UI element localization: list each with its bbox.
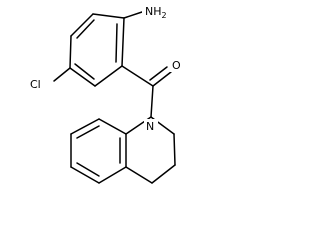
nh2-label: NH2 [145,5,167,20]
label-bg [144,119,158,133]
chlorine-label: Cl [30,78,41,91]
bond-c-nh2 [123,11,143,19]
bond [92,13,125,19]
label-bg [142,4,164,18]
bond [125,166,153,184]
bond [94,65,123,87]
bond [98,166,127,184]
carbonyl-bond-double [149,66,168,81]
bond-carbonyl-n [150,85,154,118]
bond [98,118,127,135]
bond [151,164,176,184]
double-bond-inner [115,23,118,63]
fused-benzene-ring [70,118,127,184]
bond [69,35,72,69]
nitrogen-label: N [146,120,154,133]
carbonyl-bond [152,71,172,87]
bond [70,118,100,135]
label-bg [170,58,184,72]
aniline-ring [69,13,125,87]
double-bond-inner [74,63,95,80]
bond-c-cl [53,67,71,82]
double-bond-inner [76,162,100,177]
label-bg [29,77,47,91]
bond-ring-carbonyl [121,65,154,87]
double-bond-inner [76,125,100,139]
bond [69,67,96,87]
bond [70,13,94,37]
oxygen-label: O [172,59,181,72]
bond [173,133,176,166]
molecule-structure: NH2 Cl O N [29,4,184,184]
bond [121,17,125,67]
double-bond-inner [76,19,95,39]
bond [70,166,100,184]
